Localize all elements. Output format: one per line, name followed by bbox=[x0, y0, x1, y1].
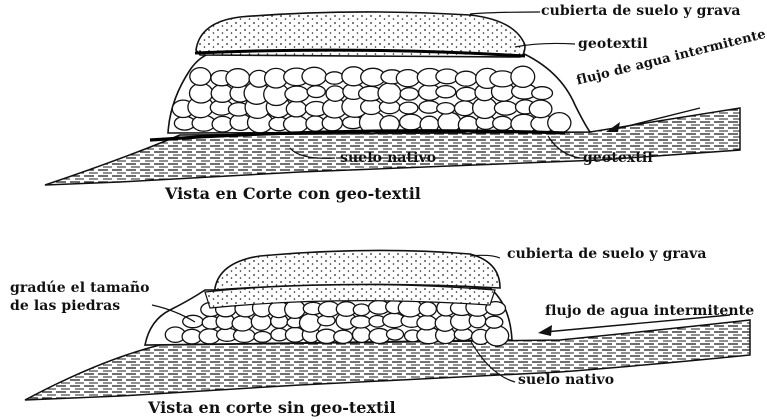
rock bbox=[419, 302, 436, 316]
rock bbox=[396, 70, 419, 87]
rock bbox=[254, 332, 271, 343]
rock bbox=[326, 86, 344, 101]
caption-without-geotextile: Vista en corte sin geo-textil bbox=[148, 398, 396, 417]
rock bbox=[387, 329, 404, 340]
rock bbox=[361, 99, 382, 114]
label-geotextile-lower: geotextil bbox=[583, 150, 653, 166]
label-native-soil: suelo nativo bbox=[340, 150, 436, 166]
label-geotextile-upper: geotextil bbox=[578, 36, 648, 52]
rock bbox=[548, 113, 571, 133]
label-soil-gravel-cover: cubierta de suelo y grava bbox=[541, 3, 741, 19]
label-intermittent-flow: flujo de agua intermitente bbox=[545, 303, 754, 319]
top-rock-mound bbox=[168, 52, 590, 134]
rock bbox=[511, 66, 535, 87]
rock bbox=[455, 71, 476, 86]
rock bbox=[494, 101, 517, 115]
rock bbox=[455, 101, 475, 116]
rock bbox=[400, 88, 418, 100]
label-grade-stone-size-line2: de las piedras bbox=[10, 298, 120, 314]
rock bbox=[378, 83, 401, 103]
rock bbox=[353, 327, 371, 342]
rock bbox=[399, 102, 418, 114]
rock bbox=[529, 100, 552, 118]
rock bbox=[307, 86, 325, 98]
caption-with-geotextile: Vista en Corte con geo-textil bbox=[165, 184, 421, 203]
rock bbox=[284, 116, 308, 133]
rock bbox=[286, 101, 306, 117]
label-grade-stone-size-line1: gradúe el tamaño bbox=[10, 280, 150, 296]
rock bbox=[417, 316, 437, 330]
rock bbox=[190, 83, 213, 103]
rock bbox=[190, 68, 211, 86]
rock bbox=[493, 116, 512, 130]
rock bbox=[400, 114, 423, 130]
rock bbox=[436, 69, 458, 84]
label-native-soil: suelo nativo bbox=[518, 372, 614, 388]
rock bbox=[485, 316, 502, 328]
rock bbox=[532, 87, 553, 100]
rock bbox=[302, 67, 326, 85]
rock bbox=[300, 314, 321, 332]
rock bbox=[232, 316, 253, 331]
label-soil-gravel-cover: cubierta de suelo y grava bbox=[507, 246, 707, 262]
rock bbox=[351, 316, 371, 328]
bottom-gravel-cover bbox=[215, 250, 500, 290]
rock bbox=[285, 86, 309, 102]
rock bbox=[334, 330, 353, 343]
rock bbox=[353, 304, 369, 316]
rock bbox=[456, 87, 477, 101]
rock bbox=[325, 72, 344, 84]
rock bbox=[226, 69, 250, 88]
rock bbox=[485, 326, 508, 346]
rock bbox=[437, 103, 455, 114]
rock bbox=[436, 86, 456, 98]
